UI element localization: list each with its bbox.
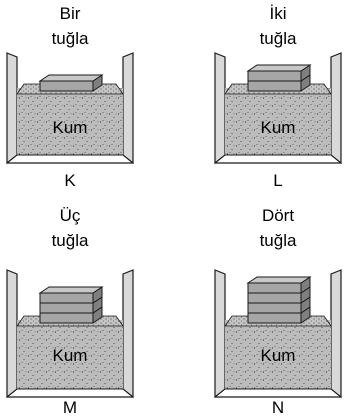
brick-front [39,302,94,314]
sand-label: Kum [261,118,296,137]
caption-line-1: Üç [60,206,81,225]
panel-m: Üç tuğla Kum M [6,206,134,417]
brick-stack [38,286,104,324]
brick-front [247,292,302,304]
brick-front [247,80,302,92]
brick-top [246,276,312,284]
panel-letter: M [63,398,77,417]
panel-letter: L [273,171,282,190]
brick-top [246,64,312,72]
panel-letter: K [64,171,76,190]
brick-front [39,292,94,304]
brick-front [247,312,302,324]
right-wall [122,52,134,165]
sand-fill [17,320,123,389]
brick-front [247,70,302,82]
sand-label: Kum [261,346,296,365]
brick [39,306,103,324]
panel-n: Dört tuğla Kum N [214,206,342,417]
sand-fill [17,88,123,155]
caption-line-2: tuğla [52,29,89,48]
brick [246,64,312,82]
brick [38,74,104,92]
sand-container [6,52,134,165]
brick [246,276,312,294]
brick-stack [246,276,312,324]
brick [38,286,104,304]
caption-line-2: tuğla [260,29,297,48]
caption-line-2: tuğla [52,231,89,250]
left-wall [6,52,18,165]
brick-front [247,282,302,294]
caption-line-1: İki [270,4,287,23]
sand-fill [225,320,331,389]
brick-front [247,302,302,314]
brick-front [39,80,94,92]
caption-line-1: Dört [262,206,294,225]
right-wall [330,269,342,399]
sand-label: Kum [53,346,88,365]
left-wall [214,269,226,399]
brick-top [38,286,104,294]
panel-k: Bir tuğla Kum K [6,4,134,190]
left-wall [214,52,226,165]
sand-fill [225,88,331,155]
sand-container [214,52,342,165]
brick-stack [246,64,312,92]
right-wall [122,269,134,399]
sand-label: Kum [53,118,88,137]
brick-stack [38,74,104,92]
brick-top [38,74,104,82]
caption-line-1: Bir [60,4,81,23]
panel-letter: N [272,398,284,417]
left-wall [6,269,18,399]
brick-front [39,312,94,324]
panel-l: İki tuğla Kum L [214,4,342,190]
caption-line-2: tuğla [260,231,297,250]
right-wall [330,52,342,165]
